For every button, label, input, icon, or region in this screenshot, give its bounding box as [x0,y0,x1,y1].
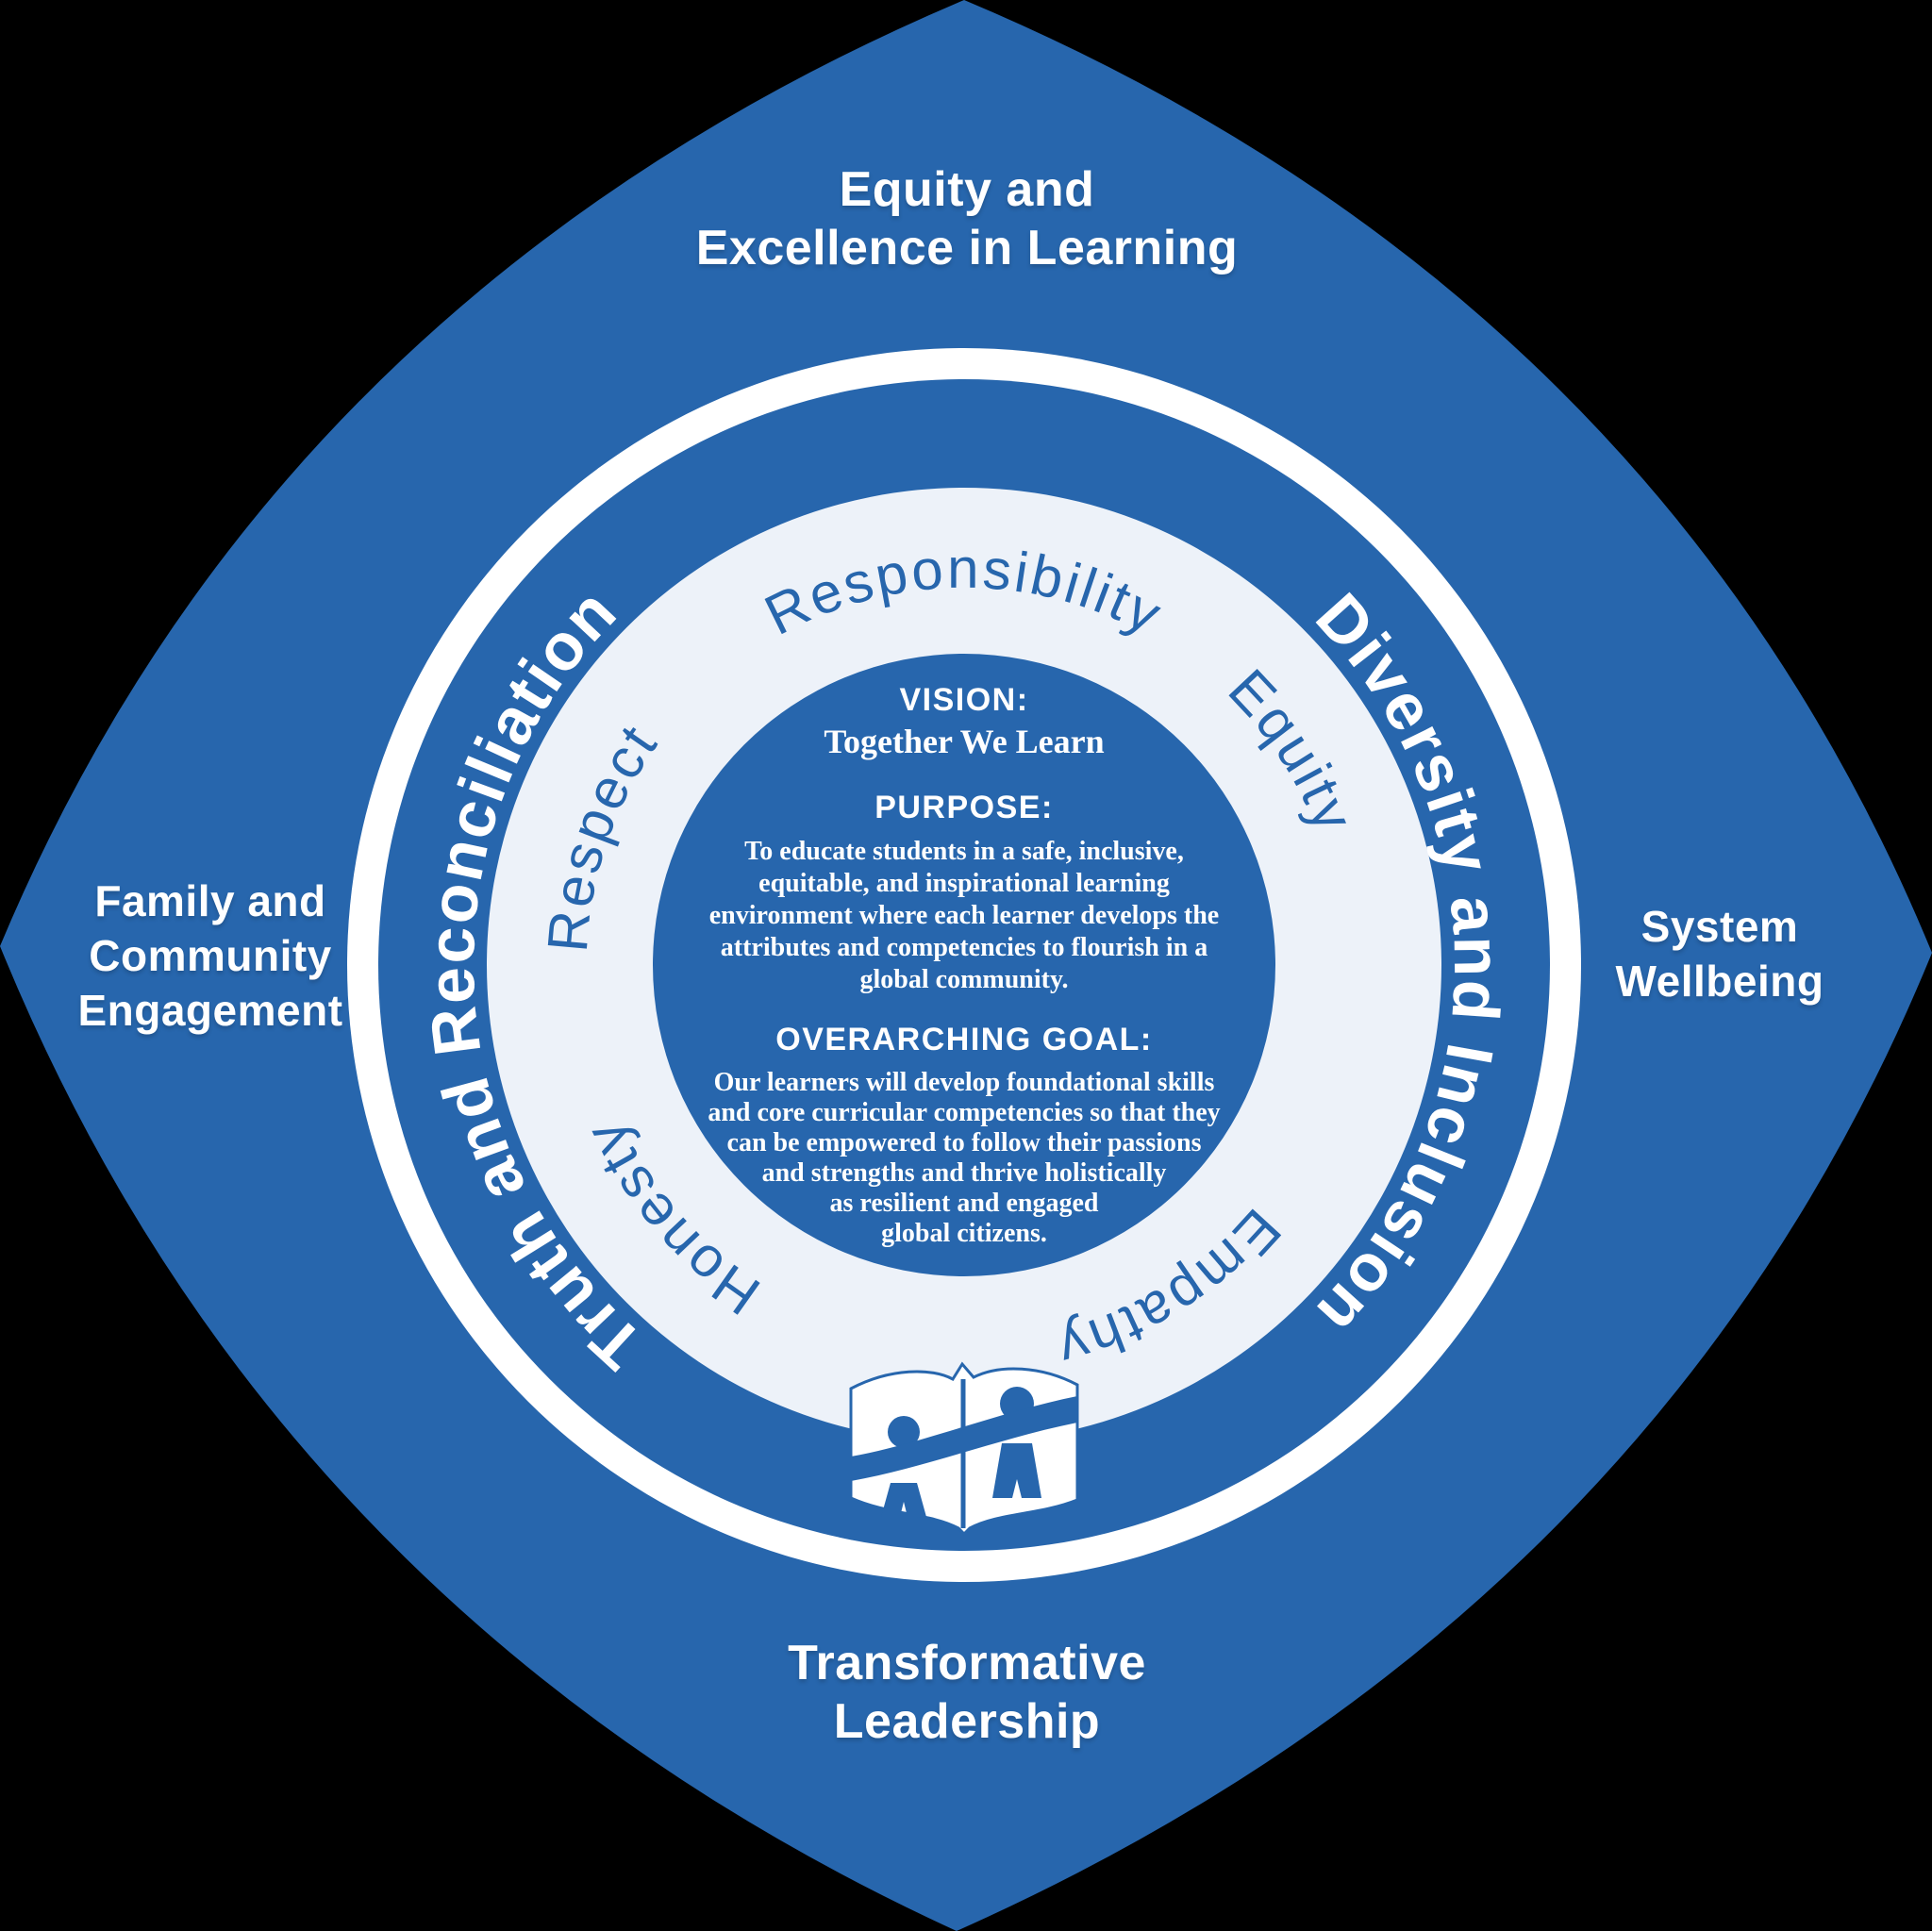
purpose-label: PURPOSE: [874,790,1054,825]
center-circle [653,654,1275,1276]
goal-label: OVERARCHING GOAL: [775,1022,1153,1057]
open-book-with-two-students-icon [849,1361,1079,1537]
vision-text: Together We Learn [824,723,1105,760]
goal-text: Our learners will develop foundational s… [708,1068,1221,1248]
vision-label: VISION: [899,682,1029,718]
purpose-text: To educate students in a safe, inclusive… [708,837,1220,994]
center-statements: VISION: Together We Learn PURPOSE: To ed… [681,660,1247,1249]
